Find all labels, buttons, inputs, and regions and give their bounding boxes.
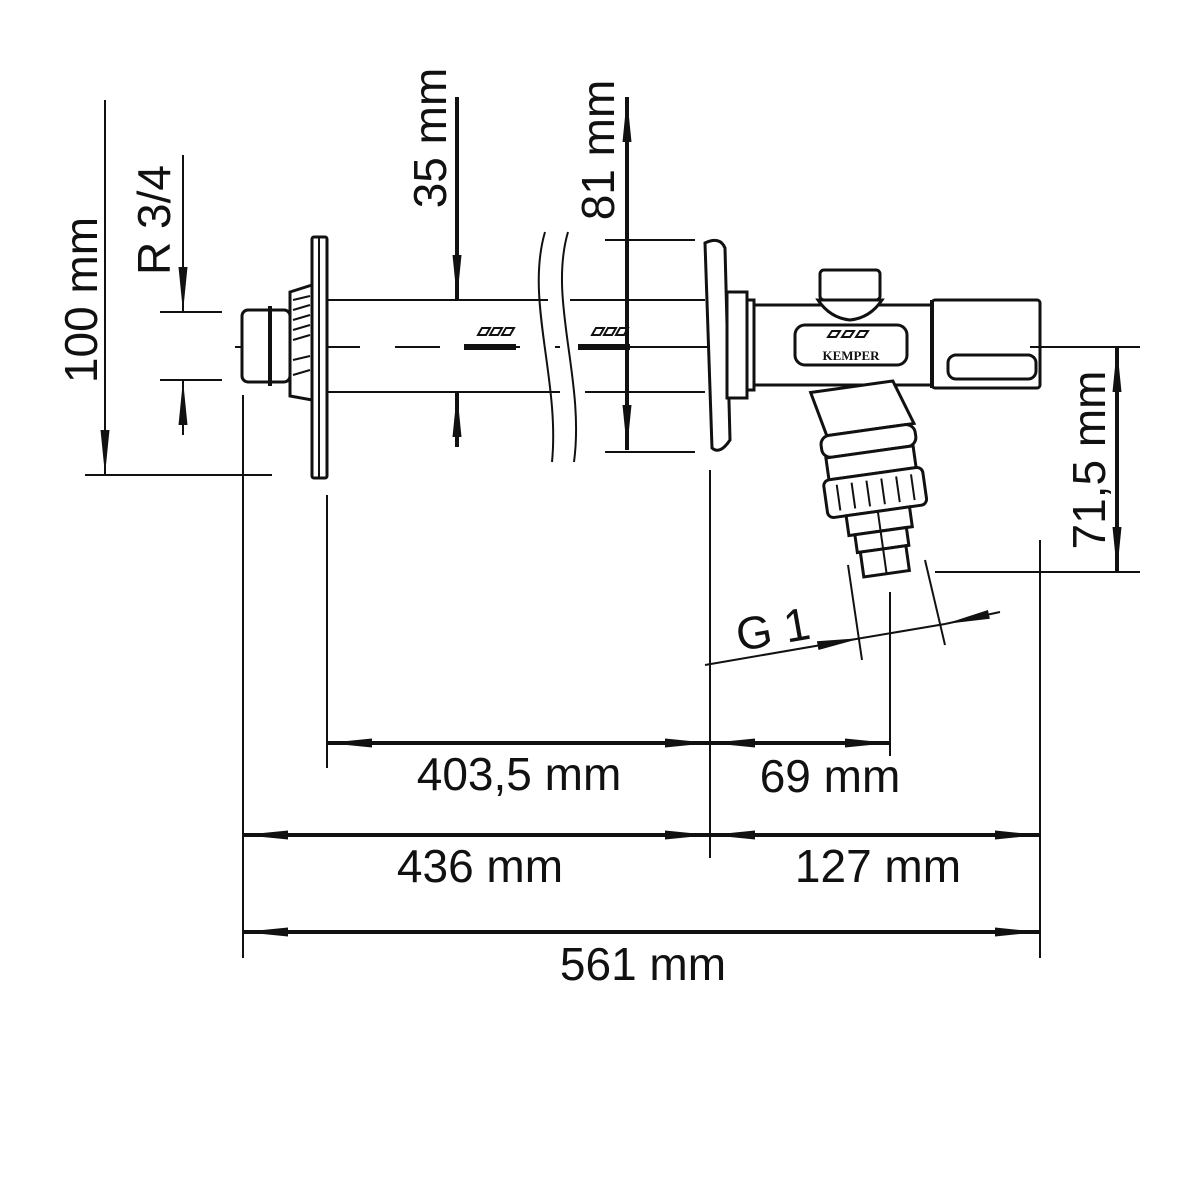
extension-pipe bbox=[327, 231, 705, 463]
label-hose-thread: G 1 bbox=[732, 597, 814, 661]
label-overall-height: 100 mm bbox=[55, 217, 107, 383]
label-total-length: 561 mm bbox=[560, 938, 726, 990]
wall-fitting-assembly: KEMPER bbox=[235, 231, 1055, 579]
hose-outlet bbox=[808, 379, 929, 579]
dim-line-g1-mid bbox=[861, 623, 946, 639]
threaded-connector bbox=[240, 282, 314, 402]
valve-body: KEMPER bbox=[752, 268, 1042, 390]
label-pipe-length: 436 mm bbox=[397, 840, 563, 892]
label-valve-length: 127 mm bbox=[795, 840, 961, 892]
brand-mark-icon bbox=[464, 327, 516, 350]
label-wall-length: 403,5 mm bbox=[417, 748, 622, 800]
wall-flange-left bbox=[310, 235, 329, 480]
brand-mark-icon bbox=[578, 327, 630, 350]
brand-logo-text: KEMPER bbox=[822, 348, 880, 363]
label-rosette-diameter: 81 mm bbox=[572, 80, 624, 221]
brand-label-plate bbox=[793, 323, 909, 367]
vent-cap bbox=[818, 268, 882, 302]
extension-lines bbox=[85, 239, 1140, 958]
break-line bbox=[561, 231, 578, 463]
label-outlet-drop: 71,5 mm bbox=[1063, 371, 1115, 550]
label-thread-connection: R 3/4 bbox=[128, 165, 180, 275]
label-outlet-offset: 69 mm bbox=[760, 750, 901, 802]
label-pipe-diameter: 35 mm bbox=[404, 68, 456, 209]
dim-line-g1-right bbox=[944, 610, 1001, 625]
break-line bbox=[537, 231, 555, 463]
dimension-lines bbox=[100, 97, 1122, 937]
dimension-labels: 100 mm R 3/4 35 mm 81 mm 71,5 mm G 1 403… bbox=[55, 68, 1115, 990]
wall-flange-right bbox=[703, 238, 756, 452]
dim-line-g1 bbox=[704, 637, 863, 666]
